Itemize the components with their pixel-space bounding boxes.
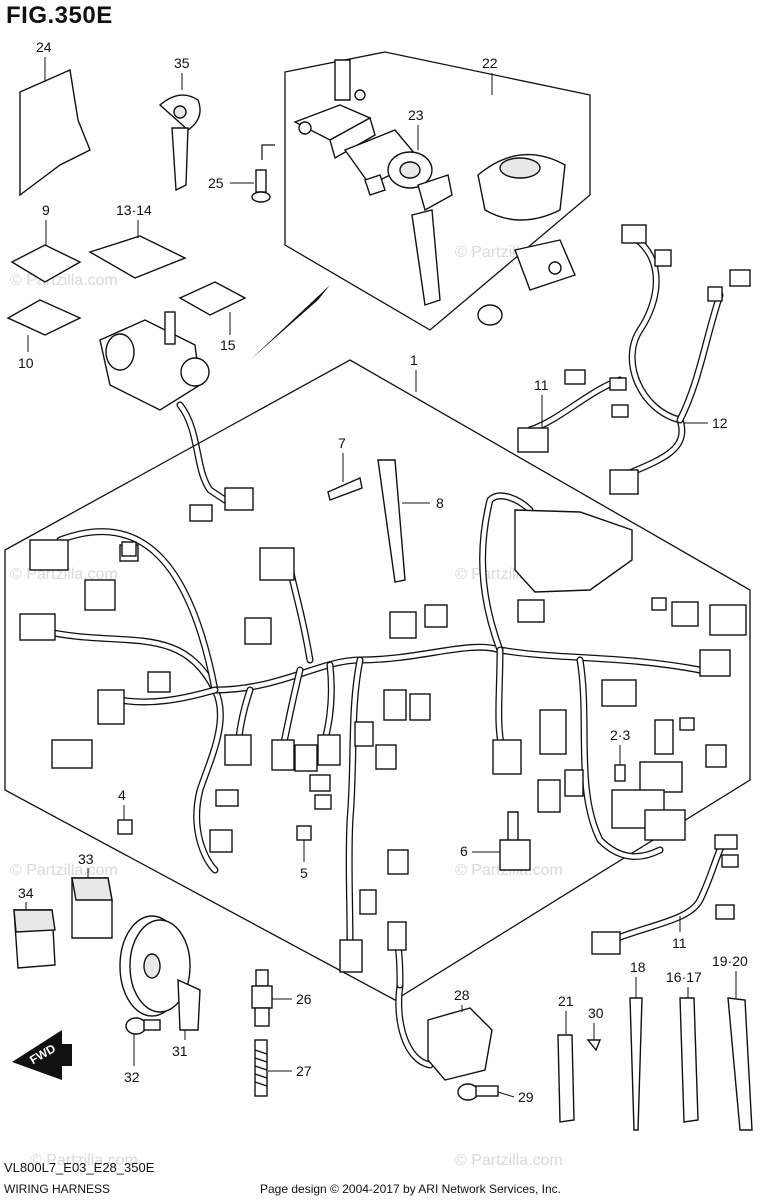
main-harness-box bbox=[4, 359, 751, 1001]
relay bbox=[13, 909, 56, 969]
callout-2-3: 2·3 bbox=[610, 727, 630, 743]
callout-29: 29 bbox=[518, 1089, 534, 1105]
relay bbox=[71, 877, 113, 939]
cable-tie bbox=[727, 997, 753, 1131]
speed-sensor bbox=[427, 1007, 493, 1081]
key-icon bbox=[411, 174, 453, 306]
grommet bbox=[707, 286, 723, 302]
callout-8: 8 bbox=[436, 495, 444, 511]
callout-28: 28 bbox=[454, 987, 470, 1003]
figure-caption: WIRING HARNESS bbox=[4, 1182, 111, 1196]
copyright-notice: Page design © 2004-2017 by ARI Network S… bbox=[260, 1182, 562, 1196]
callout-5: 5 bbox=[300, 865, 308, 881]
callout-9: 9 bbox=[42, 202, 50, 218]
subharness-connector bbox=[621, 224, 647, 244]
callout-23: 23 bbox=[408, 107, 424, 123]
callout-7: 7 bbox=[338, 435, 346, 451]
fwd-arrow-icon: FWD bbox=[12, 1030, 72, 1080]
label-10 bbox=[6, 299, 82, 336]
subharness-connector bbox=[715, 904, 735, 920]
callout-1: 1 bbox=[410, 352, 418, 368]
callout-25: 25 bbox=[208, 175, 224, 191]
subharness-connector bbox=[609, 469, 639, 495]
spring bbox=[254, 1039, 268, 1097]
lock-cylinder bbox=[477, 239, 576, 326]
fuse-box bbox=[611, 761, 686, 841]
ecu-connector bbox=[514, 509, 633, 593]
screw bbox=[586, 1039, 602, 1052]
subharness-connector bbox=[611, 404, 629, 418]
bolt bbox=[457, 1083, 499, 1101]
subharness-connector bbox=[729, 269, 751, 287]
callout-6: 6 bbox=[460, 843, 468, 859]
direction-arrow bbox=[250, 285, 330, 360]
callout-4: 4 bbox=[118, 787, 126, 803]
callout-34: 34 bbox=[18, 885, 34, 901]
clamp bbox=[557, 1034, 575, 1123]
callout-12: 12 bbox=[712, 415, 728, 431]
callout-13-14: 13·14 bbox=[116, 202, 152, 218]
figure-title: FIG.350E bbox=[6, 2, 113, 29]
callout-35: 35 bbox=[174, 55, 190, 71]
callout-11-top: 11 bbox=[534, 377, 549, 393]
subharness-connector bbox=[564, 369, 586, 385]
label-15 bbox=[178, 281, 247, 316]
sensor bbox=[499, 811, 531, 871]
connector-small bbox=[117, 819, 133, 835]
watermark: © Partzilla.com bbox=[30, 1152, 138, 1169]
cap-cover bbox=[477, 153, 566, 221]
cable-tie bbox=[377, 459, 406, 583]
callout-30: 30 bbox=[588, 1005, 604, 1021]
clamp bbox=[327, 477, 363, 501]
subharness-connector bbox=[517, 427, 549, 453]
cable-tie bbox=[629, 997, 643, 1131]
harness-connectors bbox=[19, 504, 747, 973]
callout-19-20: 19·20 bbox=[712, 953, 748, 969]
cover-plate bbox=[19, 68, 91, 197]
figure-code: VL800L7_E03_E28_350E bbox=[4, 1160, 155, 1175]
callout-33: 33 bbox=[78, 851, 94, 867]
bolt bbox=[125, 1017, 161, 1035]
callout-21: 21 bbox=[558, 993, 574, 1009]
bolt bbox=[251, 144, 275, 203]
key-icon bbox=[158, 94, 201, 192]
callout-32: 32 bbox=[124, 1069, 140, 1085]
ignition-switch bbox=[293, 59, 433, 196]
watermark: © Partzilla.com bbox=[455, 1152, 563, 1169]
ignition-switch-assembly bbox=[99, 311, 210, 411]
callout-22: 22 bbox=[482, 55, 498, 71]
callout-15: 15 bbox=[220, 337, 236, 353]
callout-18: 18 bbox=[630, 959, 646, 975]
subharness-connector bbox=[609, 377, 627, 391]
connector bbox=[387, 921, 407, 951]
callout-24: 24 bbox=[36, 39, 52, 55]
connector-small bbox=[296, 825, 312, 841]
clamp bbox=[679, 997, 699, 1123]
callout-27: 27 bbox=[296, 1063, 312, 1079]
callout-31: 31 bbox=[172, 1043, 188, 1059]
callout-16-17: 16·17 bbox=[666, 969, 702, 985]
watermark: © Partzilla.com bbox=[10, 862, 118, 879]
horn bbox=[119, 915, 201, 1031]
label-13-14 bbox=[88, 235, 187, 279]
connector bbox=[224, 487, 254, 511]
callout-26: 26 bbox=[296, 991, 312, 1007]
grommet bbox=[654, 249, 672, 267]
subharness-connector bbox=[721, 854, 739, 868]
label-9 bbox=[10, 244, 82, 283]
ignition-kit-box bbox=[284, 51, 591, 331]
subharness-connector bbox=[714, 834, 738, 850]
callout-10: 10 bbox=[18, 355, 34, 371]
callout-11-bottom: 11 bbox=[672, 935, 687, 951]
subharness-connector bbox=[591, 931, 621, 955]
neutral-switch bbox=[251, 969, 273, 1027]
callout-labels: 1 2·3 4 5 6 7 8 9 10 11 11 12 13·14 15 1… bbox=[18, 39, 748, 1105]
